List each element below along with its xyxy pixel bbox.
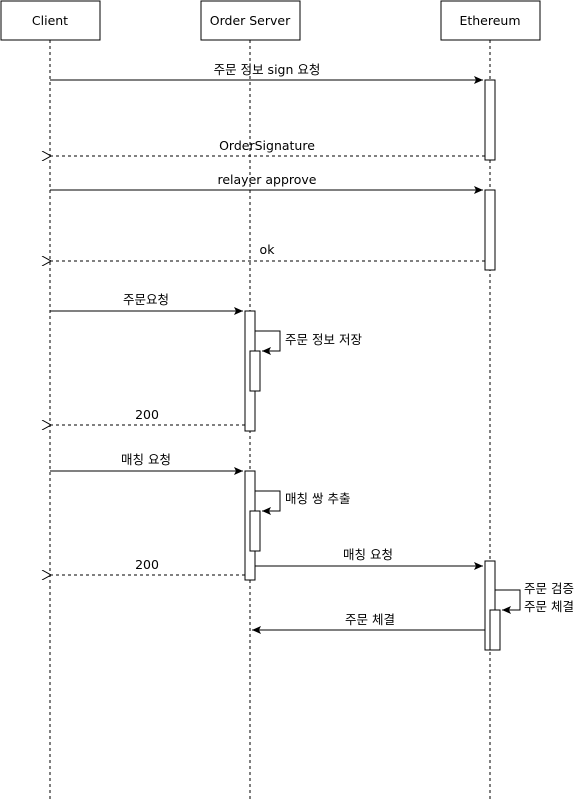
message-label-matching-request-ethereum: 매칭 요청 (343, 547, 393, 562)
message-label-execute: 주문 체결 (524, 599, 574, 614)
message-label-order-executed: 주문 체결 (345, 612, 395, 627)
message-label-extract-pairs: 매칭 쌍 추출 (285, 491, 350, 506)
participant-ethereum: Ethereum (440, 0, 541, 41)
order-server-self-activation-1 (249, 350, 261, 392)
self-arrow-save-order (255, 330, 281, 355)
self-arrow-verify-execute (495, 589, 521, 614)
ethereum-activation-1 (484, 79, 496, 161)
message-label-sign-request: 주문 정보 sign 요청 (214, 62, 321, 77)
message-label-matching-request: 매칭 요청 (121, 452, 171, 467)
message-label-200-second: 200 (135, 557, 159, 572)
participant-order-server-label: Order Server (210, 13, 291, 28)
ethereum-activation-2 (484, 189, 496, 271)
ethereum-self-activation (489, 609, 501, 651)
message-label-save-order: 주문 정보 저장 (285, 332, 362, 347)
participant-ethereum-label: Ethereum (459, 13, 520, 28)
participant-order-server: Order Server (200, 0, 301, 41)
participant-client: Client (0, 0, 101, 41)
participant-client-label: Client (32, 13, 68, 28)
order-server-self-activation-2 (249, 510, 261, 552)
message-label-order-signature: OrderSignature (219, 138, 315, 153)
self-arrow-extract-pairs (255, 490, 281, 515)
message-label-order-request: 주문요청 (123, 292, 169, 307)
message-label-200-first: 200 (135, 407, 159, 422)
message-label-relayer-approve: relayer approve (217, 172, 316, 187)
message-label-ok: ok (260, 242, 276, 257)
message-label-verify: 주문 검증 (524, 581, 574, 596)
